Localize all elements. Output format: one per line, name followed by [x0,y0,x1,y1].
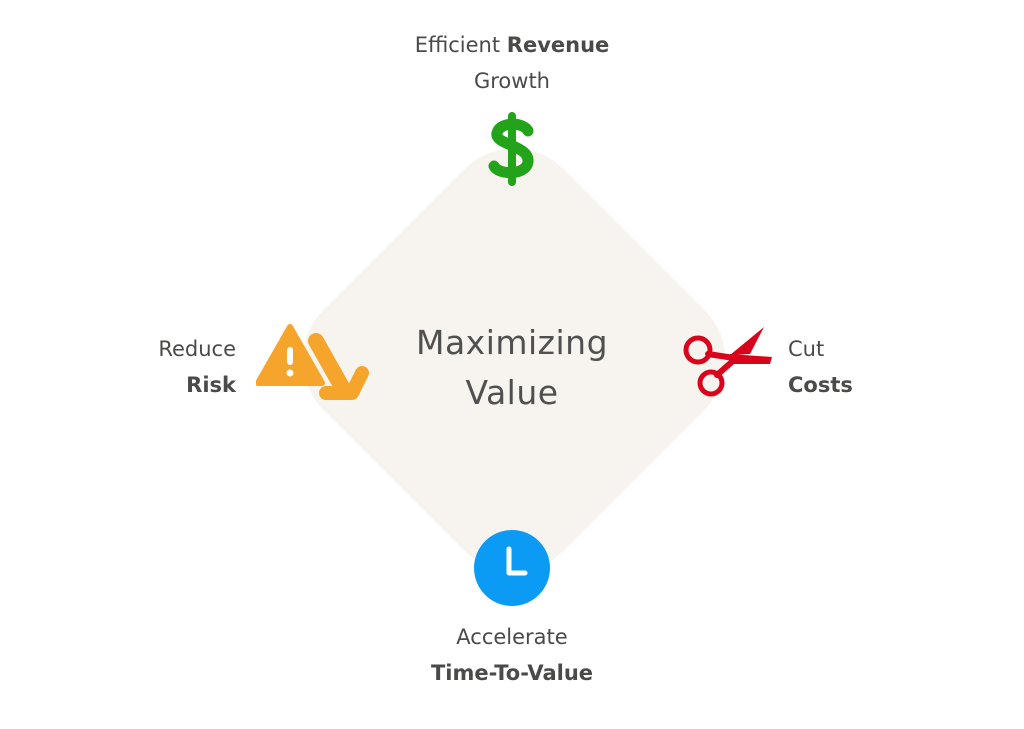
cut-costs-label: Cut Costs [788,331,928,403]
clock-icon [473,529,551,607]
risk-line-1: Reduce [158,337,236,361]
costs-line-1: Cut [788,337,825,361]
diagram-title: Maximizing Value [362,318,662,418]
title-line-2: Value [465,373,559,412]
ttv-line-1: Accelerate [456,625,568,649]
costs-bold: Costs [788,373,853,397]
warning-down-arrow-icon [256,323,372,403]
reduce-risk-label: Reduce Risk [110,331,236,403]
risk-bold: Risk [186,373,236,397]
scissors-icon [678,324,778,404]
ttv-bold: Time-To-Value [430,661,594,685]
revenue-growth-label: Efficient Revenue Growth [362,27,662,99]
dollar-icon [486,112,538,186]
revenue-line-2: Growth [473,69,550,93]
time-to-value-label: Accelerate Time-To-Value [362,619,662,691]
title-line-1: Maximizing [415,323,609,362]
revenue-bold: Revenue [506,33,610,57]
revenue-prefix: Efficient [414,33,501,57]
